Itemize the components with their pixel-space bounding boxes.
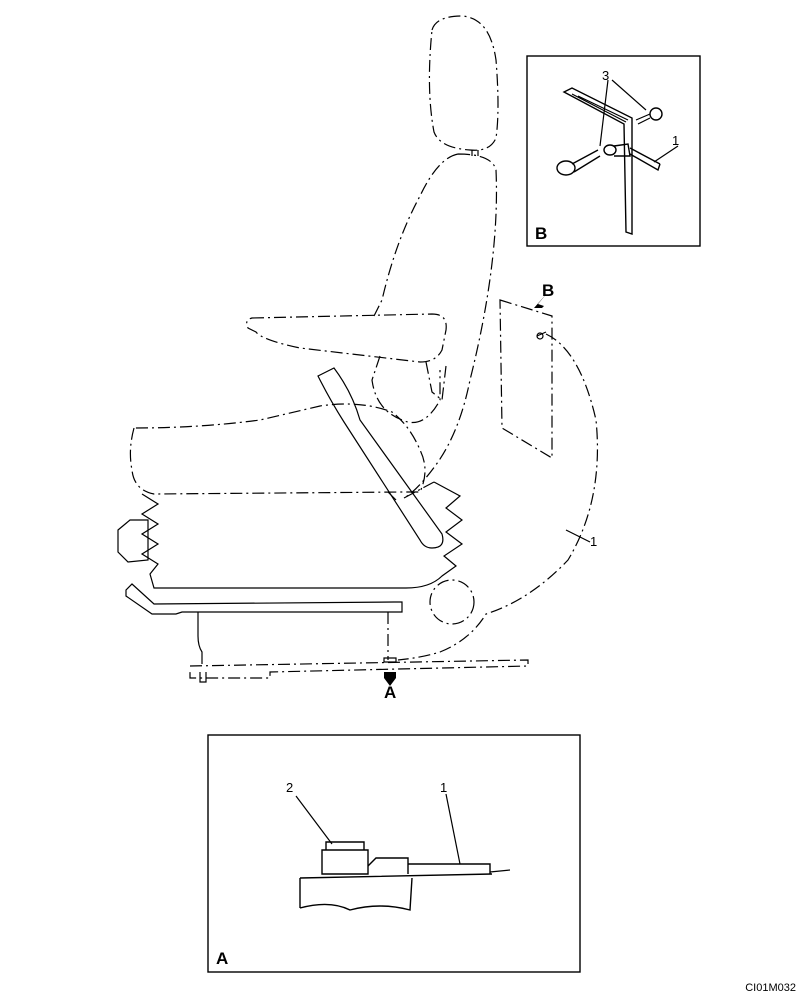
callout-detail-a-1: 1 [440, 780, 447, 795]
detail-a-box [207, 734, 581, 973]
callout-detail-b-1: 1 [672, 133, 679, 148]
arrow-a-label: A [384, 683, 396, 702]
base-round-part [429, 579, 475, 625]
headrest [428, 15, 499, 151]
callout-detail-b-3: 3 [602, 68, 609, 83]
detail-b-box [526, 55, 701, 247]
backrest [373, 153, 498, 499]
side-panel [499, 299, 553, 460]
callout-detail-a-2: 2 [286, 780, 293, 795]
callout-main-1: 1 [590, 534, 597, 549]
adjust-knob [117, 519, 149, 563]
arrow-b-label: B [542, 281, 554, 300]
drawing-code: CI01M032 [745, 982, 796, 994]
slide-lever [125, 583, 403, 615]
arrow-a-icon [384, 672, 396, 686]
seat-belt [317, 367, 444, 549]
armrest [246, 313, 447, 363]
arrow-b-icon [532, 292, 548, 318]
floor-plate [189, 659, 529, 679]
detail-b-label: B [535, 224, 547, 243]
seat-outline [117, 15, 529, 683]
harness-1-route [397, 333, 599, 661]
suspension-bellows [140, 481, 464, 589]
detail-a-label: A [216, 949, 228, 968]
